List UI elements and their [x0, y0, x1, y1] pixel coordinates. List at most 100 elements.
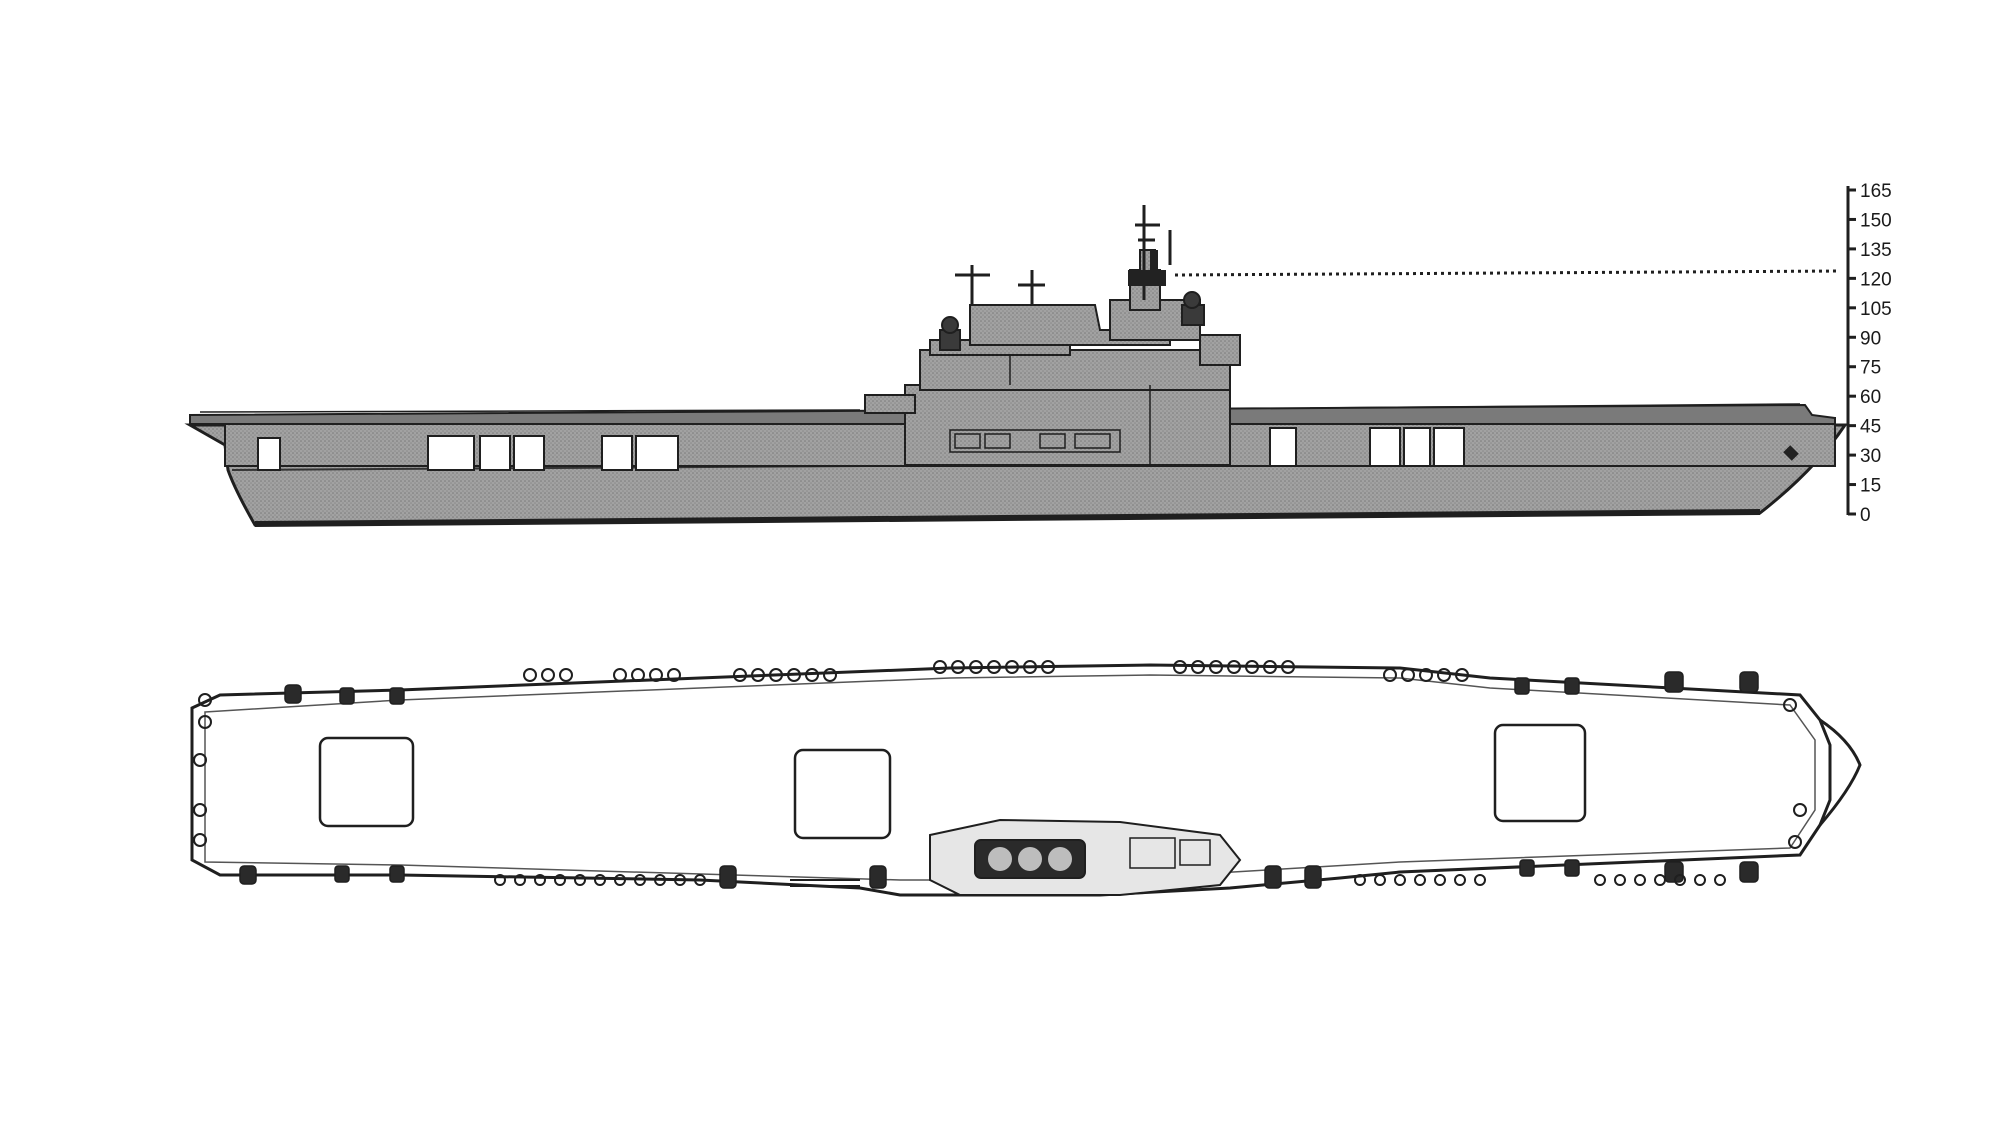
gun-tub	[805, 668, 819, 682]
funnel-uptake-3	[1048, 847, 1072, 871]
gun-tub	[667, 668, 681, 682]
gun-tub	[769, 668, 783, 682]
gun-tub	[559, 668, 573, 682]
anchor-hawse	[1783, 445, 1799, 461]
gun-tub	[198, 715, 212, 729]
island-superstructure	[864, 249, 1241, 466]
aft-elevator	[318, 736, 415, 828]
gun-tub	[594, 874, 606, 886]
gun-tub	[193, 803, 207, 817]
gun-tub	[198, 693, 212, 707]
gun-tubs	[193, 660, 1807, 886]
gun-tub	[631, 668, 645, 682]
gun-tub	[1455, 668, 1469, 682]
gun-tub	[1374, 874, 1386, 886]
gun-tub	[674, 874, 686, 886]
gun-tub	[1209, 660, 1223, 674]
scale-tick-label: 105	[1860, 299, 1892, 320]
gun-tub	[823, 668, 837, 682]
scale-tick-label: 15	[1860, 476, 1881, 497]
gun-tub	[1414, 874, 1426, 886]
gun-tub	[1191, 660, 1205, 674]
gun-tub	[787, 668, 801, 682]
funnel-uptake-2	[1018, 847, 1042, 871]
scale-ticks	[1848, 188, 1856, 516]
hangar-openings	[257, 427, 1465, 471]
scale-tick-label: 0	[1860, 505, 1871, 526]
scale-tick-label: 120	[1860, 269, 1892, 290]
gun-tub	[523, 668, 537, 682]
catwalk-ladder	[790, 879, 860, 887]
gun-tub	[1434, 874, 1446, 886]
gun-tub	[634, 874, 646, 886]
gun-tub	[1227, 660, 1241, 674]
gun-tub	[733, 668, 747, 682]
gun-tub	[541, 668, 555, 682]
scale-tick-label: 90	[1860, 328, 1881, 349]
gun-tub	[613, 668, 627, 682]
gun-tub	[951, 660, 965, 674]
gun-tub	[1437, 668, 1451, 682]
gun-tub	[1674, 874, 1686, 886]
gun-tub	[1173, 660, 1187, 674]
gun-tub	[751, 668, 765, 682]
gun-tub	[1383, 668, 1397, 682]
gun-tub	[1394, 874, 1406, 886]
gun-tub	[1419, 668, 1433, 682]
scale-tick-label: 165	[1860, 181, 1892, 202]
deck-railings	[199, 403, 1801, 413]
scale-tick-label: 75	[1860, 358, 1881, 379]
gun-tub	[1793, 803, 1807, 817]
gun-tub	[694, 874, 706, 886]
gun-tub	[1005, 660, 1019, 674]
radar-antenna	[1128, 250, 1166, 286]
gun-tub	[1594, 874, 1606, 886]
forward-elevator	[1493, 723, 1587, 823]
gun-tub	[1023, 660, 1037, 674]
gun-tub	[1783, 698, 1797, 712]
scale-tick-label: 150	[1860, 210, 1892, 231]
gun-tub	[933, 660, 947, 674]
flight-deck-plan-view	[190, 660, 1862, 897]
gun-tub	[654, 874, 666, 886]
scale-tick-label: 30	[1860, 446, 1881, 467]
scale-tick-label: 60	[1860, 387, 1881, 408]
gun-tub	[1354, 874, 1366, 886]
gun-tub	[1041, 660, 1055, 674]
island-plan	[929, 818, 1242, 896]
gun-tub	[1474, 874, 1486, 886]
gun-tub	[1401, 668, 1415, 682]
gun-tub	[1614, 874, 1626, 886]
scale-tick-label: 45	[1860, 417, 1881, 438]
bow-tip	[1818, 718, 1862, 826]
gun-tub	[534, 874, 546, 886]
island-details	[949, 355, 1151, 465]
gun-tub	[1788, 835, 1802, 849]
gun-tub	[1634, 874, 1646, 886]
gun-tub	[494, 874, 506, 886]
gun-tub	[969, 660, 983, 674]
gun-tub	[1454, 874, 1466, 886]
gun-tub	[193, 833, 207, 847]
gun-tub	[649, 668, 663, 682]
gun-tub	[1714, 874, 1726, 886]
midship-elevator	[793, 748, 892, 840]
gun-tub	[193, 753, 207, 767]
scale-tick-label: 135	[1860, 240, 1892, 261]
gun-tub	[574, 874, 586, 886]
gun-tub	[1654, 874, 1666, 886]
gun-tub	[987, 660, 1001, 674]
gun-tub	[1281, 660, 1295, 674]
gun-sponsons	[239, 671, 1759, 889]
gun-tub	[1245, 660, 1259, 674]
funnel-uptake-1	[988, 847, 1012, 871]
height-reference-line	[1174, 269, 1841, 277]
side-profile-view	[184, 205, 1848, 527]
keel-line	[254, 509, 1761, 527]
gun-tub	[554, 874, 566, 886]
gun-tub	[1263, 660, 1277, 674]
gun-tub	[1694, 874, 1706, 886]
